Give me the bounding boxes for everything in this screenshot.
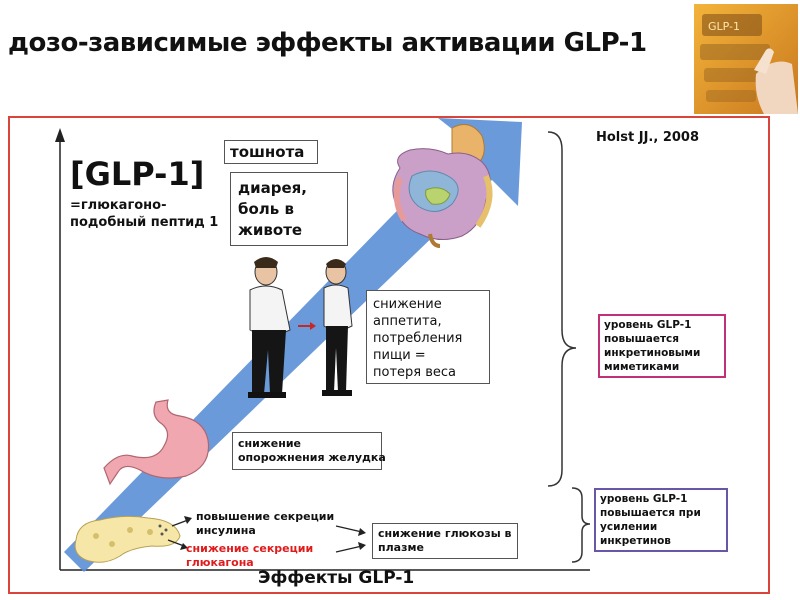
brace-lower [571, 487, 591, 563]
mimetics-level-box [598, 314, 726, 378]
corner-photo: GLP-1 [694, 4, 798, 114]
y-axis-label: [GLP-1] [70, 155, 205, 193]
diarrhea-box [230, 172, 348, 246]
intestine-illustration [392, 123, 493, 248]
to-glucose-arrow-upper [335, 525, 366, 536]
enhancers-level-label: уровень GLP-1 повышается при усилении ин… [600, 493, 701, 547]
insulin-pointer-arrow [171, 516, 192, 527]
stomach-illustration [103, 399, 210, 486]
glucagon-label: снижение секреции глюкагона [186, 542, 314, 569]
x-axis-label: Эффекты GLP-1 [258, 568, 415, 588]
gastric-label: снижение опорожнения желудка [238, 437, 386, 464]
y-axis-definition: =глюкагоно- подобный пептид 1 [70, 198, 219, 230]
glucagon-pointer-arrow [167, 539, 188, 550]
transition-arrow [298, 322, 316, 330]
page-title: дозо-зависимые эффекты активации GLP-1 [8, 28, 647, 58]
enhancers-level-box [594, 488, 728, 552]
pancreas-illustration [74, 515, 181, 563]
to-glucose-arrow-lower [335, 542, 366, 553]
appetite-box [366, 290, 490, 384]
diarrhea-label: диарея, боль в животе [238, 179, 307, 239]
corner-image-label: GLP-1 [708, 20, 740, 33]
diagram-frame [8, 116, 770, 594]
y-axis [55, 128, 65, 570]
brace-upper [547, 131, 577, 487]
glucose-box [372, 523, 518, 559]
person-before-illustration [248, 257, 291, 398]
gastric-box [232, 432, 382, 470]
nausea-label: тошнота [230, 143, 305, 161]
glucose-label: снижение глюкозы в плазме [378, 527, 512, 554]
person-after-illustration [322, 259, 353, 396]
appetite-label: снижение аппетита, потребления пищи = по… [373, 297, 463, 380]
insulin-label: повышение секреции инсулина [196, 510, 335, 537]
mimetics-level-label: уровень GLP-1 повышается инкретиновыми м… [604, 319, 701, 373]
nausea-box [224, 140, 318, 164]
citation: Holst JJ., 2008 [596, 130, 700, 145]
